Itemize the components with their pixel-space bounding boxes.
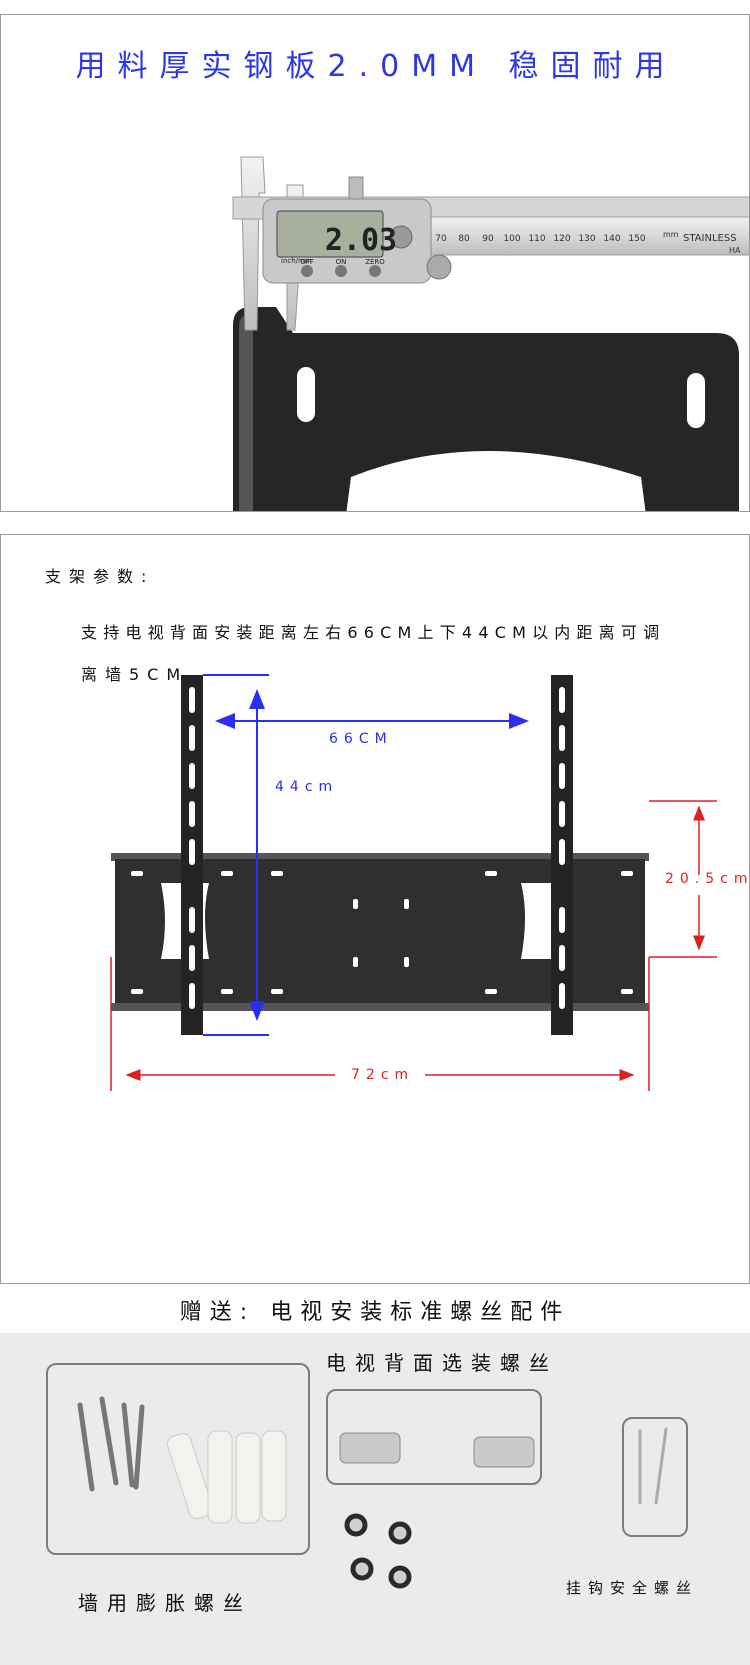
scale-mark: 100: [503, 234, 520, 244]
params-heading: 支架参数:: [45, 567, 155, 586]
bracket-parameters-panel: 支架参数: 支持电视背面安装距离左右66CM上下44CM以内距离可调 离墙5CM: [0, 534, 750, 1284]
wall-screws: [77, 1396, 145, 1492]
scale-mark: 80: [458, 234, 470, 244]
blue-dimension-lines: [203, 674, 529, 1036]
right-vertical-arm: [551, 675, 573, 1035]
scale-mark: 130: [578, 234, 595, 244]
scale-mark: 110: [528, 234, 545, 244]
scale-mark: 90: [482, 234, 494, 244]
scale-mark: 120: [553, 234, 570, 244]
caliper-brand-text: STAINLESS: [683, 233, 737, 244]
caliper-scale: 70 80 90 100 110 120 130 140 150: [435, 234, 646, 244]
params-line-1: 支持电视背面安装距离左右66CM上下44CM以内距离可调: [81, 623, 666, 642]
caliper-buttons: OFF ON ZERO: [300, 258, 385, 266]
scale-mark: 150: [628, 234, 645, 244]
steel-thickness-photo-panel: 用料厚实钢板2.0MM 稳固耐用: [0, 14, 750, 512]
screws-photo: [77, 1396, 668, 1589]
bracket-plate: [233, 307, 739, 511]
on-button-label: ON: [336, 258, 347, 266]
caliper-reading: 2.03: [325, 223, 397, 258]
caliper-on-bracket-photo: 2.03 inch/mm OFF ON ZERO 70 80 90 100 11…: [232, 156, 749, 511]
spacing-44cm-label: 44cm: [275, 779, 339, 795]
left-vertical-arm: [181, 675, 203, 1035]
params-line-2: 离墙5CM: [81, 665, 189, 684]
tv-back-screws: [339, 1432, 535, 1468]
scale-mark: 70: [435, 234, 447, 244]
zero-button-label: ZERO: [365, 258, 385, 266]
red-dimension-lines: [110, 800, 717, 1091]
scale-mark: 140: [603, 234, 620, 244]
digital-caliper: [232, 156, 749, 331]
safety-hook-screws-label: 挂钩安全螺丝: [566, 1579, 699, 1597]
wall-anchor-screws-label: 墙用膨胀螺丝: [78, 1591, 252, 1615]
spacing-66cm-label: 66CM: [329, 731, 393, 747]
caliper-unit-label: inch/mm: [281, 257, 312, 265]
steel-thickness-banner: 用料厚实钢板2.0MM 稳固耐用: [75, 49, 677, 84]
bracket-diagram: [110, 674, 717, 1091]
height-20-5cm-label: 20.5cm: [665, 871, 750, 887]
safety-hook-screws-box: [622, 1417, 688, 1537]
caliper-mm-label: mm: [663, 230, 679, 239]
caliper-brand-text-2: HA: [729, 246, 741, 255]
wall-anchor-screws-box: [46, 1363, 310, 1555]
width-72cm-label: 72cm: [351, 1067, 415, 1083]
safety-hook-screws: [638, 1427, 668, 1505]
gifts-title: 赠送: 电视安装标准螺丝配件: [179, 1300, 571, 1325]
screw-accessories-section: 电视背面选装螺丝 墙用膨胀螺丝 挂钩安全螺丝: [0, 1333, 750, 1665]
tv-back-screws-label: 电视背面选装螺丝: [326, 1351, 558, 1375]
washers: [344, 1513, 412, 1589]
wall-anchors: [166, 1430, 287, 1524]
off-button-label: OFF: [300, 258, 314, 266]
tv-back-screws-box: [326, 1389, 542, 1485]
